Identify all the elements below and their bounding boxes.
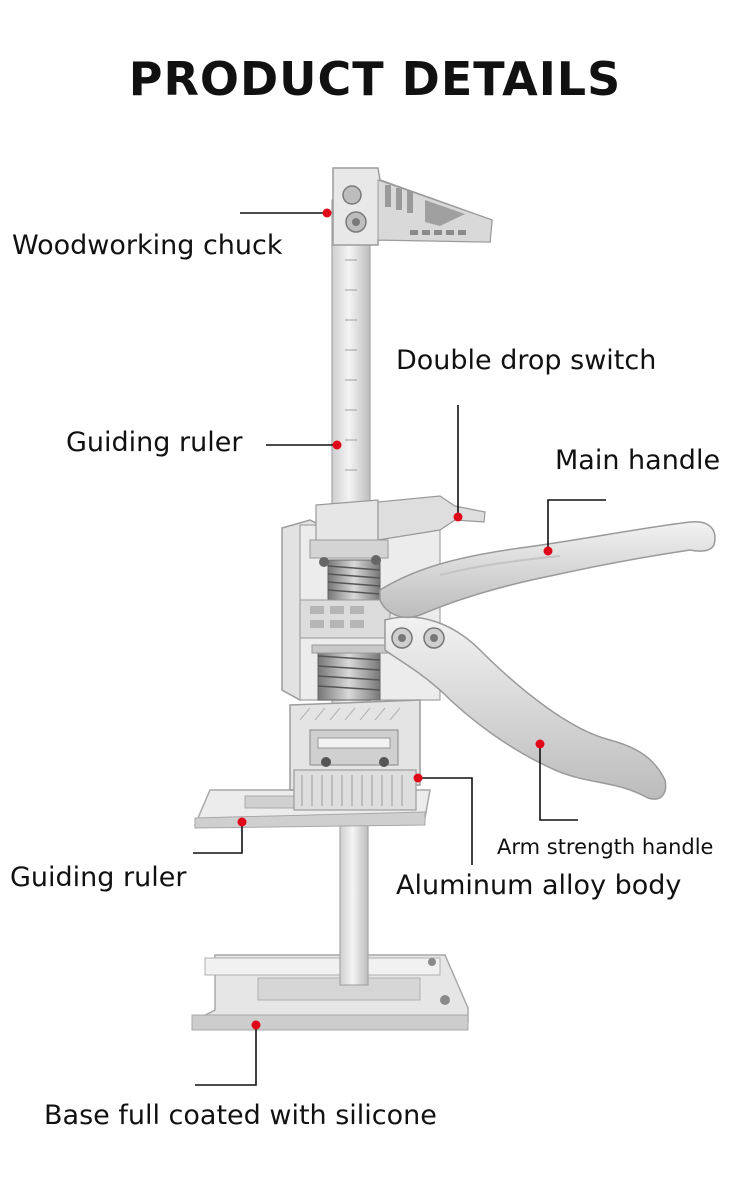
label-guiding-ruler-top: Guiding ruler xyxy=(66,427,243,458)
label-base: Base full coated with silicone xyxy=(44,1100,437,1131)
arm-strength-handle xyxy=(384,616,667,800)
label-guiding-ruler-bottom: Guiding ruler xyxy=(10,862,187,893)
label-aluminum-alloy-body: Aluminum alloy body xyxy=(396,870,682,901)
woodworking-chuck xyxy=(332,167,493,246)
page-title: PRODUCT DETAILS xyxy=(128,52,622,106)
base-foot xyxy=(191,954,469,1031)
label-woodworking-chuck: Woodworking chuck xyxy=(12,230,283,261)
main-handle xyxy=(379,521,716,619)
callout-dots xyxy=(237,208,553,1030)
label-double-drop-switch: Double drop switch xyxy=(396,345,657,376)
label-main-handle: Main handle xyxy=(555,445,721,476)
callout-lines xyxy=(193,212,606,1086)
label-arm-strength-handle: Arm strength handle xyxy=(497,835,714,859)
column xyxy=(339,799,369,986)
